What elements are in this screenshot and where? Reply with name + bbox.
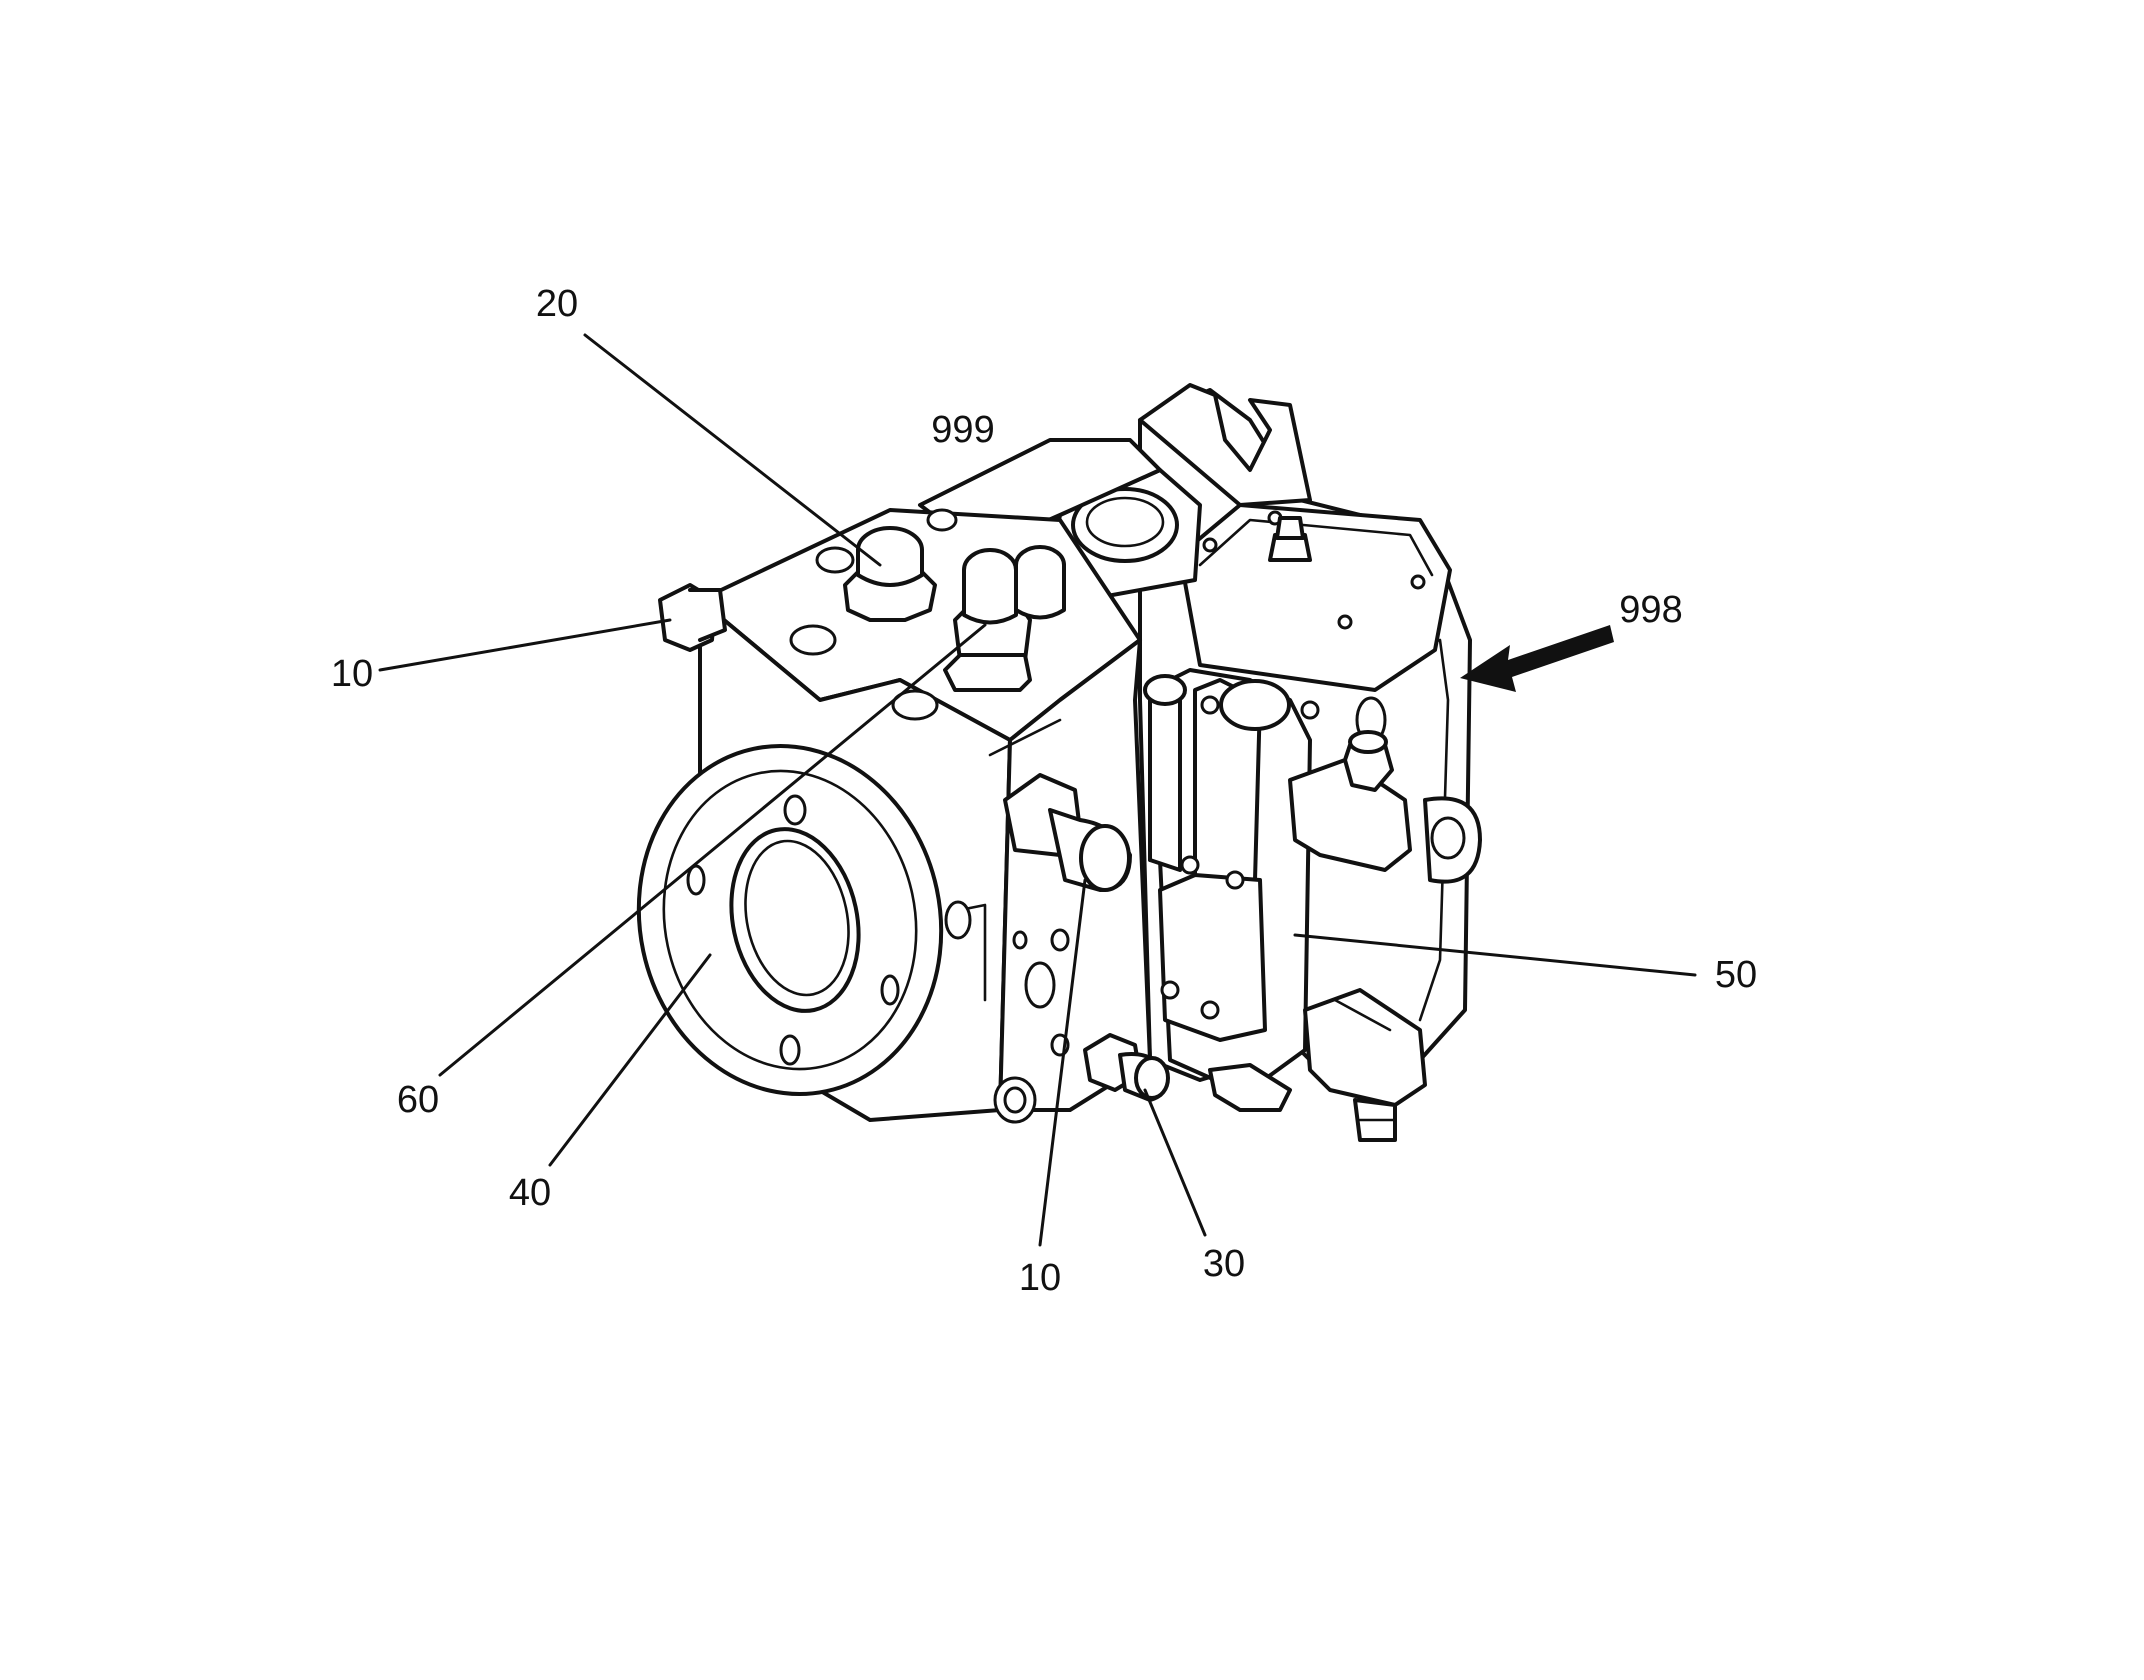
mounting-flange bbox=[636, 744, 944, 1096]
bottom-drain bbox=[1208, 1063, 1292, 1112]
label-50: 50 bbox=[1715, 954, 1757, 996]
leader-30 bbox=[1143, 1088, 1207, 1237]
callout-labels: 20 999 998 10 50 60 40 10 30 bbox=[331, 283, 1757, 1299]
leader-20 bbox=[583, 333, 882, 567]
fittings-60 bbox=[943, 545, 1066, 692]
arrow-998 bbox=[1460, 625, 1614, 692]
label-60: 60 bbox=[397, 1079, 439, 1121]
leader-60 bbox=[438, 623, 987, 1077]
label-20: 20 bbox=[536, 283, 578, 325]
label-999: 999 bbox=[931, 409, 994, 451]
fitting-30 bbox=[1083, 1033, 1170, 1102]
solenoid-lower bbox=[1303, 988, 1427, 1142]
label-10-bottom: 10 bbox=[1019, 1257, 1061, 1299]
solenoid-upper bbox=[1288, 730, 1412, 872]
label-40: 40 bbox=[509, 1172, 551, 1214]
leader-lines bbox=[378, 333, 1697, 1247]
leader-50 bbox=[1293, 933, 1697, 977]
label-10-left: 10 bbox=[331, 653, 373, 695]
leader-40 bbox=[548, 953, 712, 1167]
plug-20 bbox=[843, 526, 937, 622]
fitting-10-front bbox=[1003, 773, 1132, 892]
control-valve-50 bbox=[1143, 668, 1320, 1092]
leader-10-left bbox=[378, 618, 672, 672]
label-998: 998 bbox=[1619, 589, 1682, 631]
fitting-10-left bbox=[658, 583, 727, 652]
leader-10-bottom bbox=[1038, 878, 1087, 1247]
label-30: 30 bbox=[1203, 1243, 1245, 1285]
pump-assembly bbox=[636, 383, 1482, 1142]
